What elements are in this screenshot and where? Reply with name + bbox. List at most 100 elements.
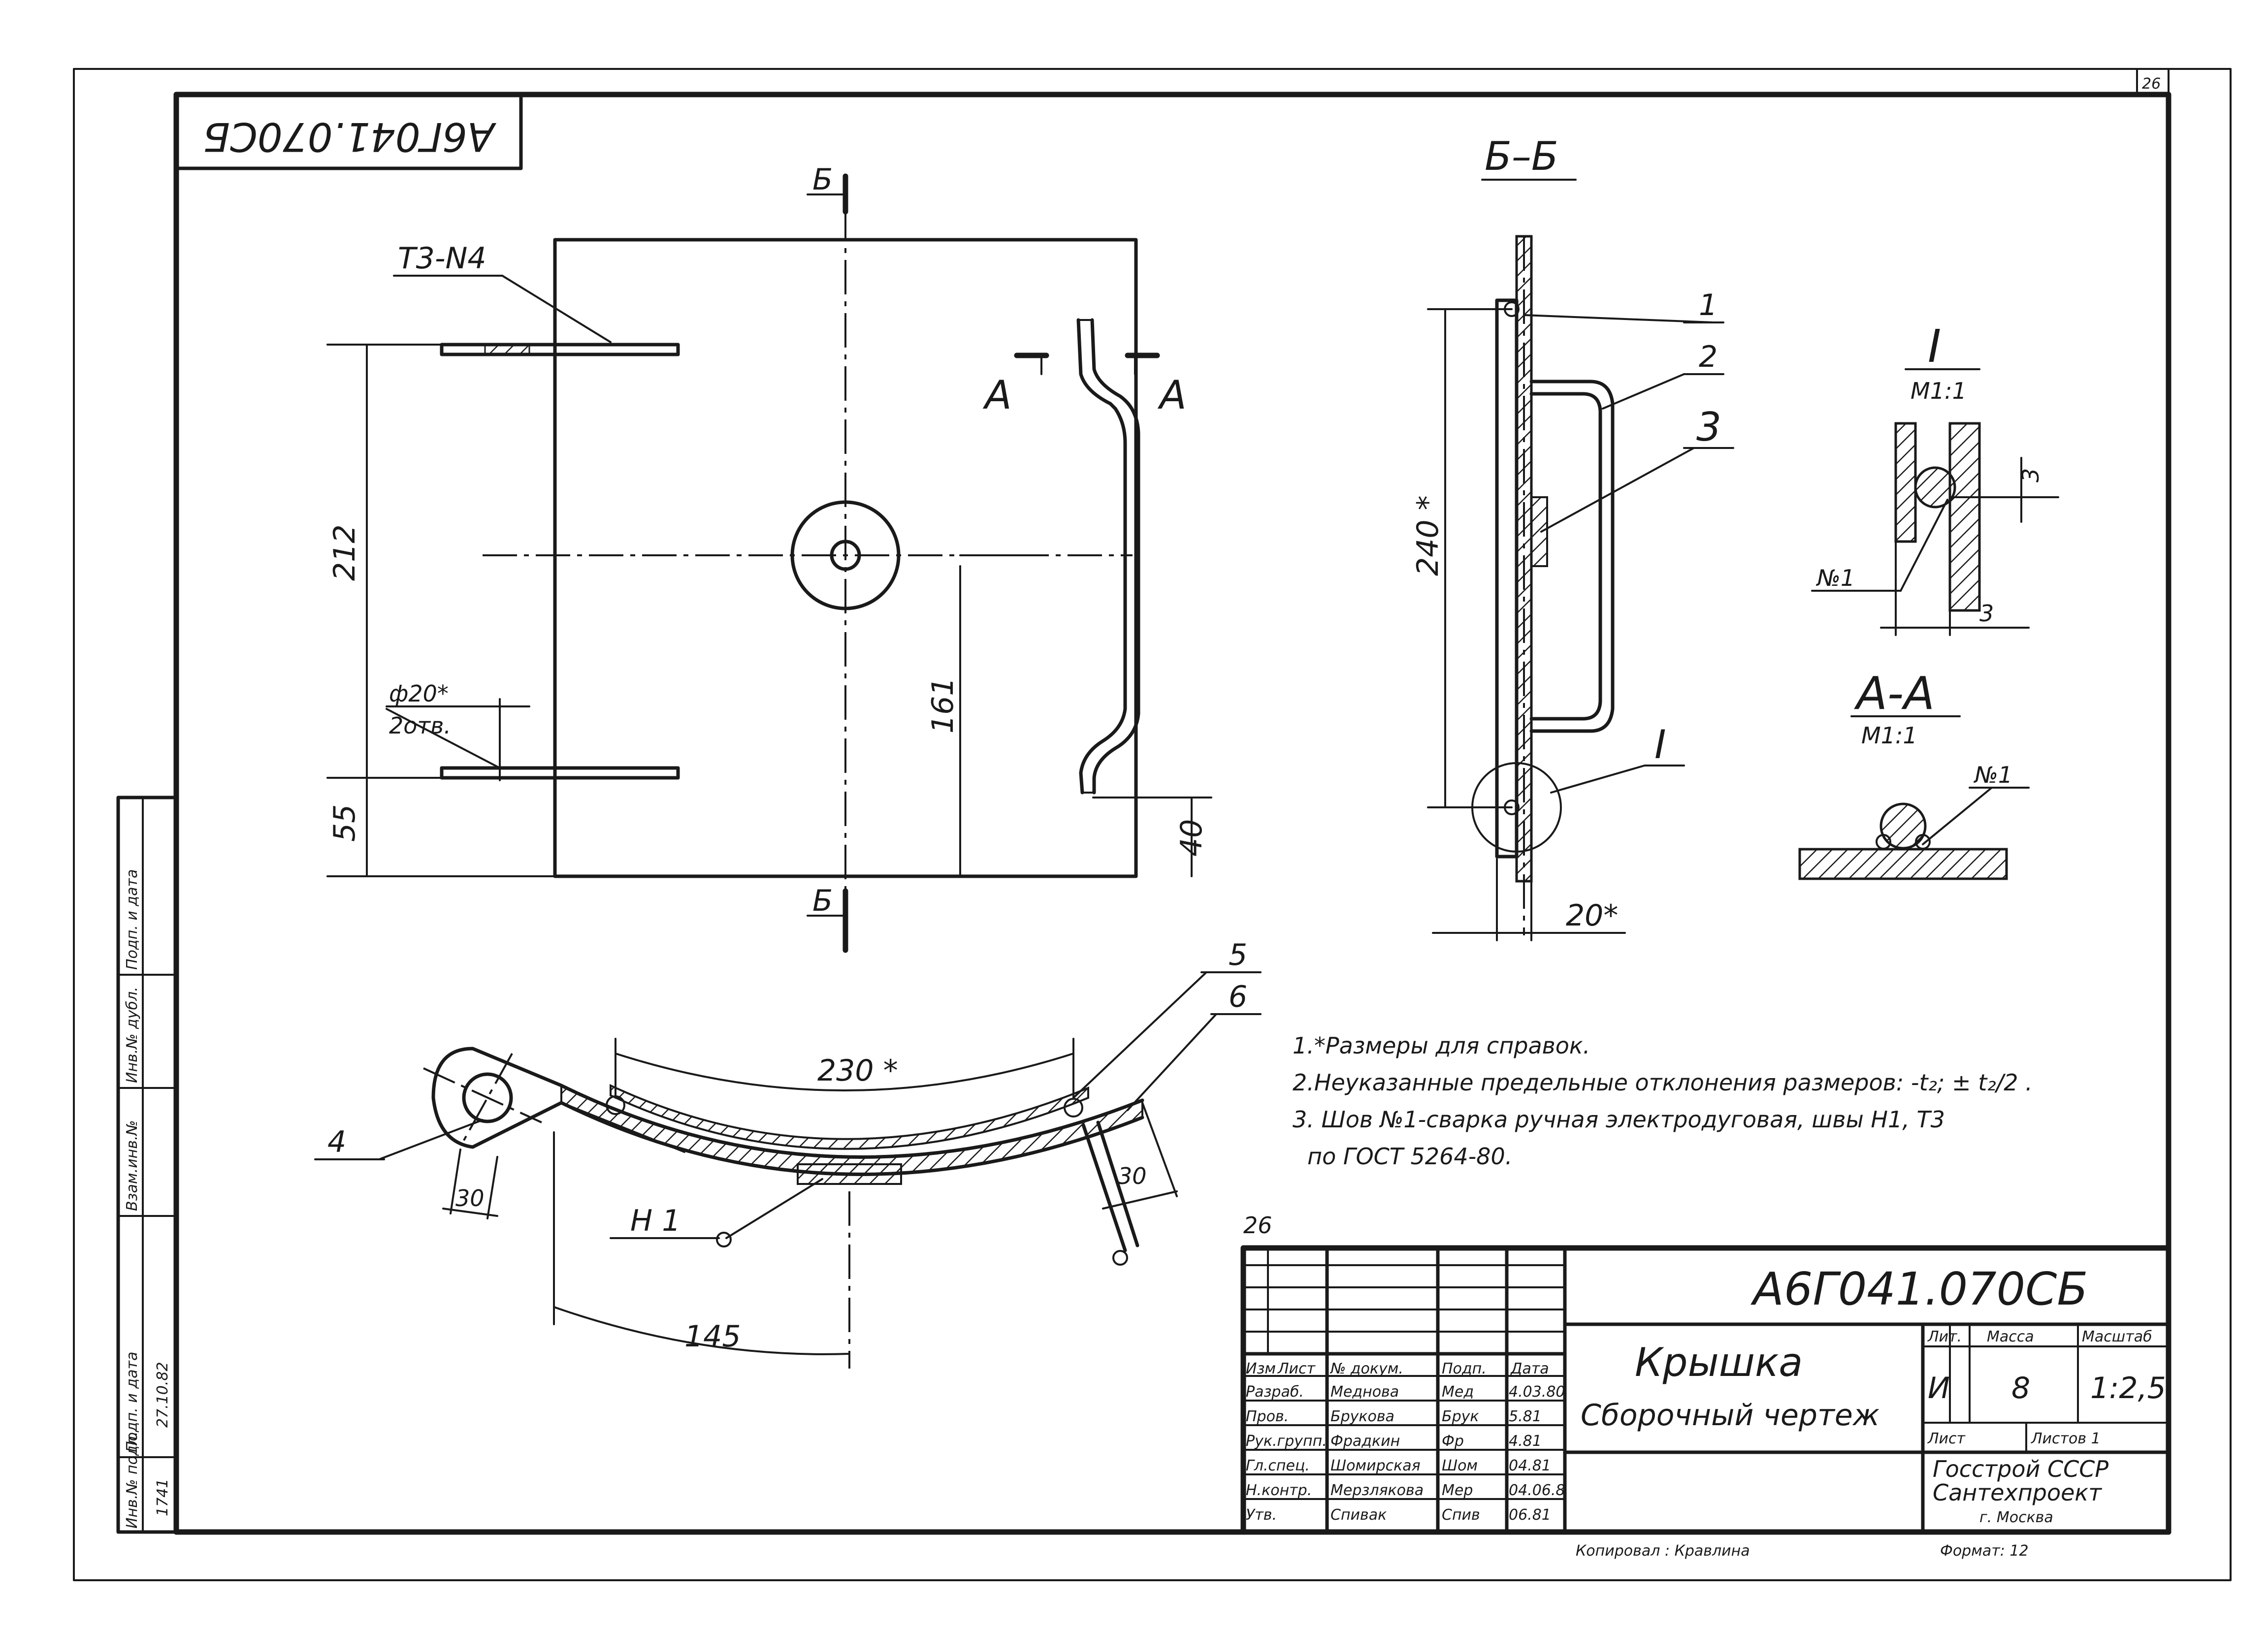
- tb-mass-header: Масса: [1987, 1328, 2034, 1345]
- tb-format: Формат: 12: [1940, 1542, 2029, 1560]
- plan-handle-stub: [1081, 1120, 1139, 1252]
- plan-dim-30-right: 30: [1118, 1163, 1147, 1189]
- hole-callout-dim: ф20*: [389, 680, 449, 707]
- side-stamp-inv-number: 1741: [154, 1479, 171, 1516]
- tb-row-1-date: 4.03.80: [1509, 1383, 1565, 1401]
- tb-row-2-name: Брукова: [1330, 1408, 1394, 1425]
- center-boss-hole: [830, 540, 861, 571]
- curved-bar-lower: [560, 1084, 1143, 1176]
- detail-i-weld-label: №1: [1815, 565, 1855, 591]
- tb-row-1-sign: Мед: [1442, 1383, 1474, 1401]
- detail-i-scale: М1:1: [1911, 378, 1967, 404]
- dim-20: 20*: [1566, 898, 1618, 933]
- tb-row-4-sign: Шом: [1442, 1457, 1478, 1474]
- top-bar-weld: [484, 344, 530, 355]
- note-1: 1.*Размеры для справок.: [1293, 1032, 1590, 1059]
- detail-i-dim-3a: 3: [2017, 468, 2044, 482]
- section-aa-plate: [1798, 848, 2008, 880]
- outer-trim-border: [73, 68, 2232, 1581]
- section-pos-2: 2: [1699, 340, 1717, 374]
- tb-header-list: Лист: [1277, 1360, 1316, 1377]
- plan-pos-4: 4: [327, 1125, 346, 1159]
- detail-i-bar: [1894, 422, 1917, 543]
- hinge-ear: [431, 1047, 563, 1149]
- side-stamp-label-2: Подп. и дата: [124, 1352, 141, 1452]
- center-boss-outer: [790, 500, 901, 610]
- note-4: по ГОСТ 5264-80.: [1307, 1143, 1512, 1170]
- tb-name-line1: Крышка: [1635, 1340, 1803, 1385]
- plan-arc-145: 145: [684, 1319, 741, 1354]
- section-mark-bottom: Б: [812, 884, 833, 918]
- detail-i: I М1:1 3 3 №1: [1811, 320, 2059, 636]
- tb-org-line3: г. Москва: [1979, 1509, 2053, 1526]
- tb-row-5-date: 04.06.8: [1509, 1482, 1565, 1499]
- curved-bar-upper: [610, 1084, 1089, 1150]
- leader-t3-n4-label: Т3-N4: [398, 241, 486, 276]
- section-flat-bar: [1495, 298, 1519, 859]
- sheet-page-number: 26: [1243, 1212, 1272, 1239]
- tb-row-1-name: Меднова: [1330, 1383, 1399, 1401]
- tb-sheet-label: Лист: [1927, 1430, 1966, 1447]
- dim-55: 55: [327, 804, 362, 842]
- dim-240: 240 *: [1411, 495, 1445, 576]
- tb-row-5-sign: Мер: [1442, 1482, 1473, 1499]
- detail-i-dim-3b: 3: [1979, 600, 1994, 627]
- section-mark-top: Б: [812, 162, 833, 197]
- plan-weld-h1: Н 1: [630, 1204, 680, 1238]
- tb-sheets-label: Листов 1: [2031, 1430, 2101, 1447]
- technical-notes: 1.*Размеры для справок. 2.Неуказанные пр…: [1293, 1032, 2033, 1170]
- side-stamp-sign-date: 27.10.82: [154, 1362, 171, 1428]
- rotated-document-code: А6Г041.070СБ: [203, 114, 497, 160]
- section-aa-rod: [1879, 802, 1927, 850]
- dim-212: 212: [327, 524, 362, 581]
- side-stamp-label-5: Подп. и дата: [124, 869, 141, 970]
- section-bb: Б–Б 1 2 3 I 240 * 20*: [1411, 133, 1734, 941]
- tb-scale-header: Масштаб: [2082, 1328, 2152, 1345]
- section-plate: [1515, 235, 1533, 883]
- tb-header-sign: Подп.: [1442, 1360, 1487, 1377]
- note-3: 3. Шов №1-сварка ручная электродуговая, …: [1293, 1106, 1945, 1133]
- side-stamp-label-4: Инв.№ дубл.: [124, 987, 141, 1083]
- section-aa: А-А М1:1 №1: [1798, 667, 2030, 880]
- section-arrow-left: А: [982, 372, 1012, 418]
- tb-row-2-date: 5.81: [1509, 1408, 1542, 1425]
- section-pos-1: 1: [1699, 288, 1717, 322]
- tb-row-6-name: Спивак: [1330, 1506, 1387, 1524]
- tb-row-4-name: Шомирская: [1330, 1457, 1421, 1474]
- dim-161: 161: [926, 677, 960, 734]
- tb-row-6-date: 06.81: [1509, 1506, 1551, 1524]
- detail-i-plate: [1948, 422, 1981, 612]
- tb-org-line2: Сантехпроект: [1933, 1479, 2102, 1506]
- tb-row-5-name: Мерзлякова: [1330, 1482, 1424, 1499]
- inner-frame: [173, 92, 2171, 1535]
- tb-name-line2: Сборочный чертеж: [1581, 1398, 1879, 1433]
- dim-40: 40: [1174, 819, 1209, 857]
- center-weld-block: [797, 1163, 902, 1185]
- detail-i-title: I: [1928, 320, 1941, 373]
- plan-pos-6: 6: [1229, 980, 1247, 1014]
- tb-row-3-name: Фрадкин: [1330, 1433, 1400, 1450]
- hole-callout-count: 2отв.: [389, 712, 451, 739]
- tb-copied-by: Копировал : Кравлина: [1576, 1542, 1750, 1560]
- section-aa-scale: М1:1: [1861, 722, 1917, 749]
- plan-arc-230: 230 *: [817, 1053, 898, 1088]
- section-aa-weld-label: №1: [1973, 762, 2012, 788]
- title-block: 26 Изм Лист № докум. Подп. Дата: [1240, 1212, 2171, 1560]
- tb-row-1-role: Разраб.: [1246, 1383, 1304, 1401]
- hinge-eye: [462, 1072, 513, 1123]
- plan-view: 4 30 30 230 * 5 6 Н 1 145: [314, 938, 1262, 1369]
- top-flat-bar: [440, 343, 680, 356]
- tb-row-4-role: Гл.спец.: [1246, 1457, 1310, 1474]
- note-2: 2.Неуказанные предельные отклонения разм…: [1293, 1069, 2033, 1096]
- tb-row-2-sign: Брук: [1442, 1408, 1479, 1425]
- section-pos-3: 3: [1696, 404, 1721, 450]
- section-bb-title: Б–Б: [1485, 133, 1558, 179]
- section-detail-ref: I: [1654, 722, 1666, 767]
- rotated-code-box: [174, 93, 523, 170]
- tb-header-izm: Изм: [1246, 1360, 1276, 1377]
- section-aa-title: А-А: [1854, 667, 1935, 720]
- corner-page-box: [2136, 68, 2170, 96]
- tb-row-4-date: 04.81: [1509, 1457, 1551, 1474]
- tb-row-5-role: Н.контр.: [1246, 1482, 1312, 1499]
- bottom-flat-bar: [440, 766, 680, 780]
